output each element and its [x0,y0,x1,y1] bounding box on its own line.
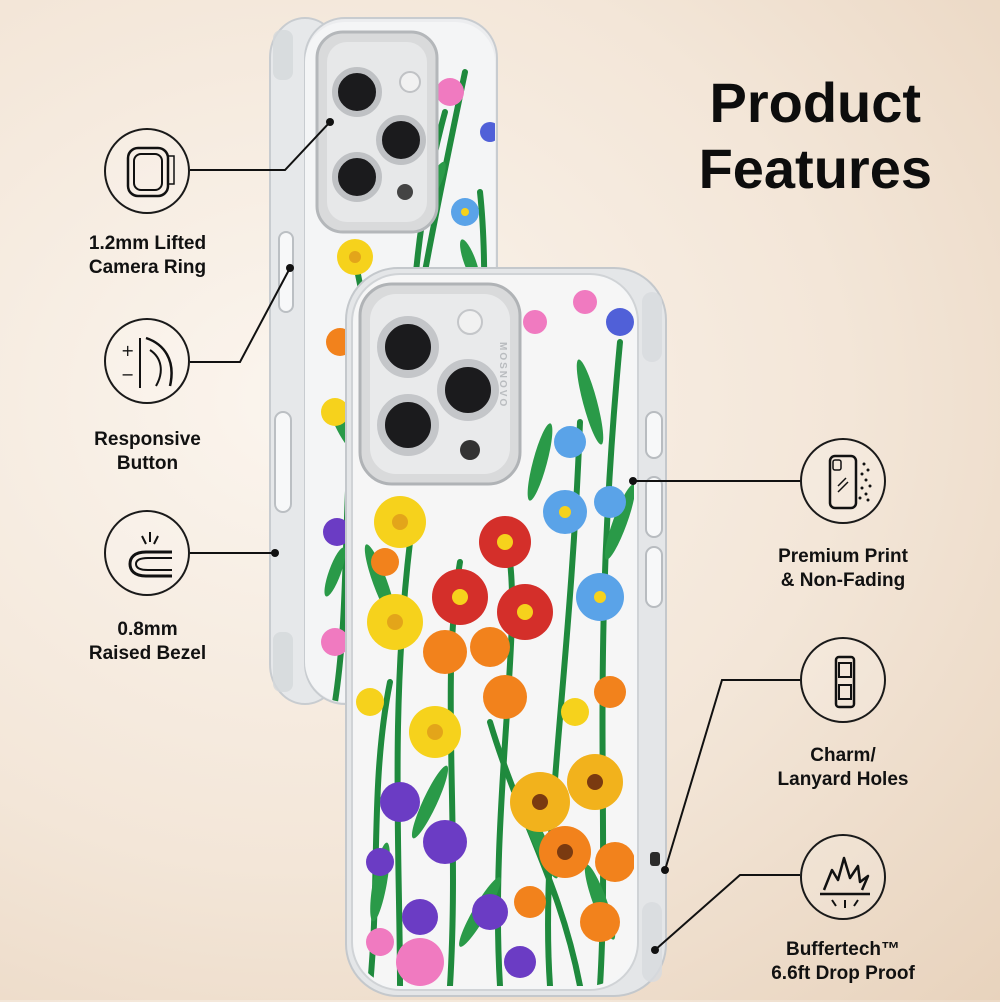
svg-text:−: − [121,365,134,384]
button-press-icon: + − [104,318,190,404]
print-spray-icon [800,438,886,524]
lanyard-hole-icon [800,637,886,723]
bezel-icon [104,510,190,596]
label-premium-print: Premium Print & Non-Fading [778,546,908,591]
shock-impact-icon [800,834,886,920]
label-responsive-button: Responsive Button [94,429,201,474]
page-title: Product Features [699,70,932,202]
label-raised-bezel: 0.8mm Raised Bezel [88,619,207,664]
label-drop-proof: Buffertech™ 6.6ft Drop Proof [771,939,915,984]
label-charm-holes: Charm/ Lanyard Holes [777,745,909,790]
phone-case-front [345,267,667,997]
title-line-1: Product [709,71,922,134]
brand-logo-text: MOSNOVO [497,342,508,409]
title-line-2: Features [698,137,932,200]
svg-text:+: + [121,341,134,360]
label-camera-ring: 1.2mm Lifted Camera Ring [88,233,207,278]
flower-cluster [356,290,634,986]
camera-ring-icon [104,128,190,214]
